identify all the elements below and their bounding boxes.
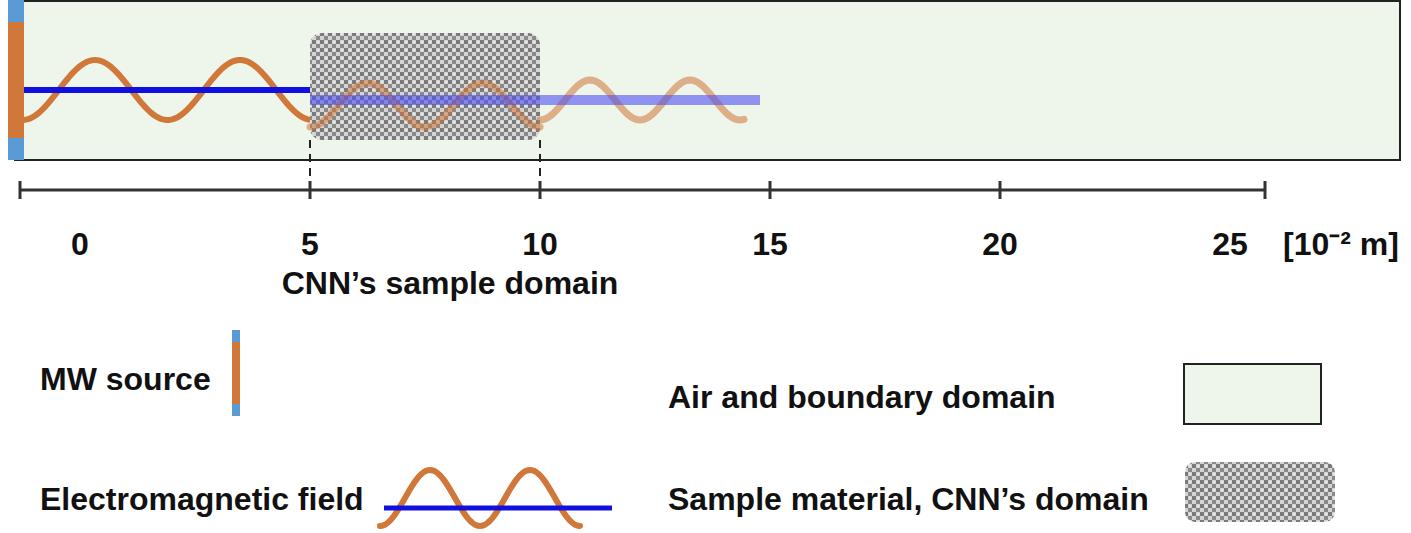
source-swatch <box>232 330 240 416</box>
tick-label: 0 <box>71 227 89 262</box>
unit-label: [10⁻² m] <box>1283 227 1399 262</box>
domain-bracket <box>310 140 540 190</box>
legend-swatch <box>1183 363 1322 425</box>
mw-source <box>8 0 24 160</box>
tick-label: 20 <box>982 227 1018 262</box>
wave-swatch <box>380 470 612 526</box>
tick-label: 25 <box>1212 227 1248 262</box>
air-domain <box>15 1 1400 160</box>
tick-label: 15 <box>752 227 788 262</box>
em-wave <box>15 60 309 120</box>
tick-label: 10 <box>522 227 558 262</box>
pattern-swatch <box>1185 462 1335 522</box>
legend-label: Electromagnetic field <box>40 482 364 517</box>
legend-label: Sample material, CNN’s domain <box>668 482 1149 517</box>
sample-material <box>310 33 540 140</box>
tick-label: 5 <box>301 227 319 262</box>
legend-label: Air and boundary domain <box>668 380 1056 415</box>
field-line-faded <box>310 95 760 105</box>
domain-label: CNN’s sample domain <box>282 266 619 301</box>
legend-label: MW source <box>40 362 211 397</box>
axis <box>20 181 1265 199</box>
field-line <box>15 87 310 93</box>
